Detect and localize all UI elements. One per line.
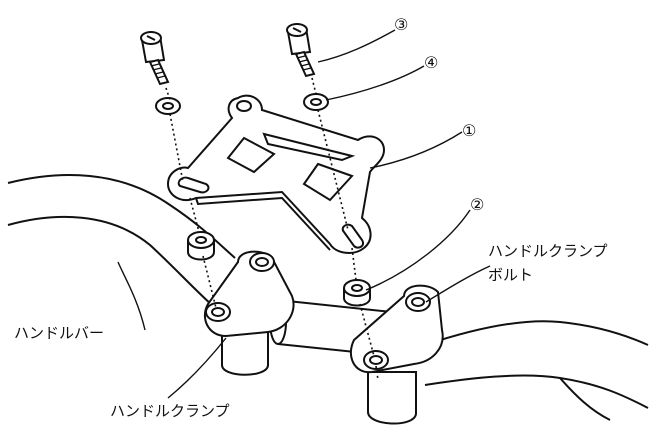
- leader-4: [325, 65, 425, 101]
- leader-handlebar-clamp: [167, 337, 227, 399]
- handlebar-clamp-left: [203, 250, 295, 376]
- handlebar-right-upper-edge: [424, 320, 649, 346]
- handlebar-right-lower-edge: [424, 374, 649, 409]
- collar-right: [343, 279, 371, 307]
- handlebar-right-end: [559, 377, 611, 421]
- collar-left: [187, 231, 215, 261]
- leader-handlebar-clamp-bolt: [425, 265, 491, 303]
- leader-2: [365, 209, 471, 291]
- label-handlebar-clamp-bolt-line1: ハンドルクランプ: [488, 242, 608, 260]
- bolt-left: [140, 31, 170, 86]
- callout-1: ①: [462, 121, 476, 140]
- leader-handlebar: [117, 261, 146, 331]
- callout-4: ④: [424, 53, 438, 72]
- assembly-guides: [165, 77, 379, 381]
- leader-1: [369, 131, 463, 169]
- callout-2: ②: [470, 195, 484, 214]
- label-handlebar-clamp: ハンドルクランプ: [110, 402, 230, 420]
- handlebar-left-lower-edge: [7, 215, 213, 306]
- label-handlebar: ハンドルバー: [14, 324, 104, 342]
- callout-leaders: [117, 29, 491, 399]
- bolt-right: [286, 23, 316, 78]
- callout-3: ③: [394, 15, 408, 34]
- leader-3: [317, 29, 396, 63]
- washer-right: [303, 93, 329, 111]
- mounting-bracket: [166, 94, 386, 254]
- washer-left: [155, 97, 181, 115]
- handlebar-clamp-right: [349, 284, 444, 425]
- label-handlebar-clamp-bolt-line2: ボルト: [488, 266, 533, 284]
